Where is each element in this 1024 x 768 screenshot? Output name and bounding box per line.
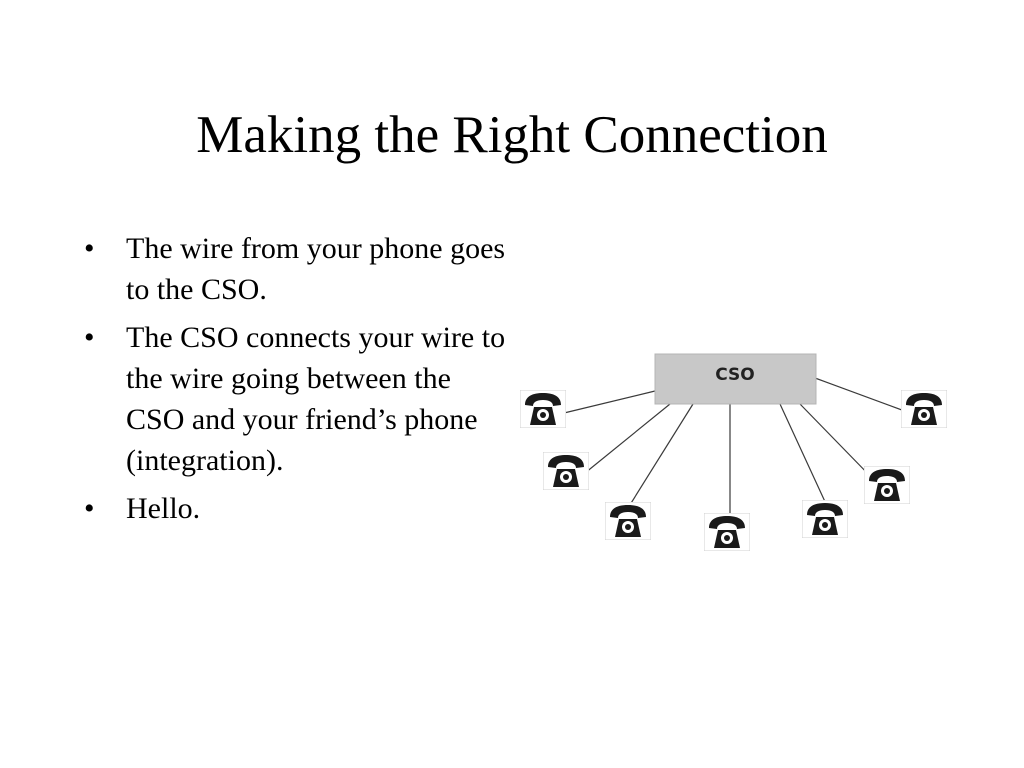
wire-group xyxy=(563,377,911,523)
bullet-marker: • xyxy=(84,321,95,354)
wire xyxy=(779,403,828,507)
wire xyxy=(627,403,694,509)
telephone-icon xyxy=(864,466,910,504)
telephone-icon xyxy=(802,500,848,538)
wire xyxy=(799,403,875,481)
bullet-marker: • xyxy=(84,492,95,525)
bullet-marker: • xyxy=(84,232,95,265)
wire xyxy=(563,390,656,414)
bullet-text: The wire from your phone goes to the CSO… xyxy=(126,232,506,306)
bullet-item: • The CSO connects your wire to the wire… xyxy=(84,317,514,481)
slide-title: Making the Right Connection xyxy=(196,106,828,164)
wire xyxy=(814,377,911,414)
cso-hub xyxy=(654,353,817,405)
cso-hub-label: CSO xyxy=(715,365,755,385)
bullet-text: The CSO connects your wire to the wire g… xyxy=(126,321,506,477)
cso-network-diagram: CSO xyxy=(510,340,960,560)
bullet-item: • Hello. xyxy=(84,488,514,529)
telephone-icon xyxy=(543,452,589,490)
telephone-icon xyxy=(901,390,947,428)
telephone-icon xyxy=(605,502,651,540)
bullet-item: • The wire from your phone goes to the C… xyxy=(84,228,514,310)
bullet-text: Hello. xyxy=(126,492,201,525)
wire xyxy=(584,403,671,474)
telephone-icon xyxy=(520,390,566,428)
telephone-icon xyxy=(704,513,750,551)
diagram-canvas: CSO xyxy=(520,353,947,551)
bullet-list: • The wire from your phone goes to the C… xyxy=(84,228,514,536)
